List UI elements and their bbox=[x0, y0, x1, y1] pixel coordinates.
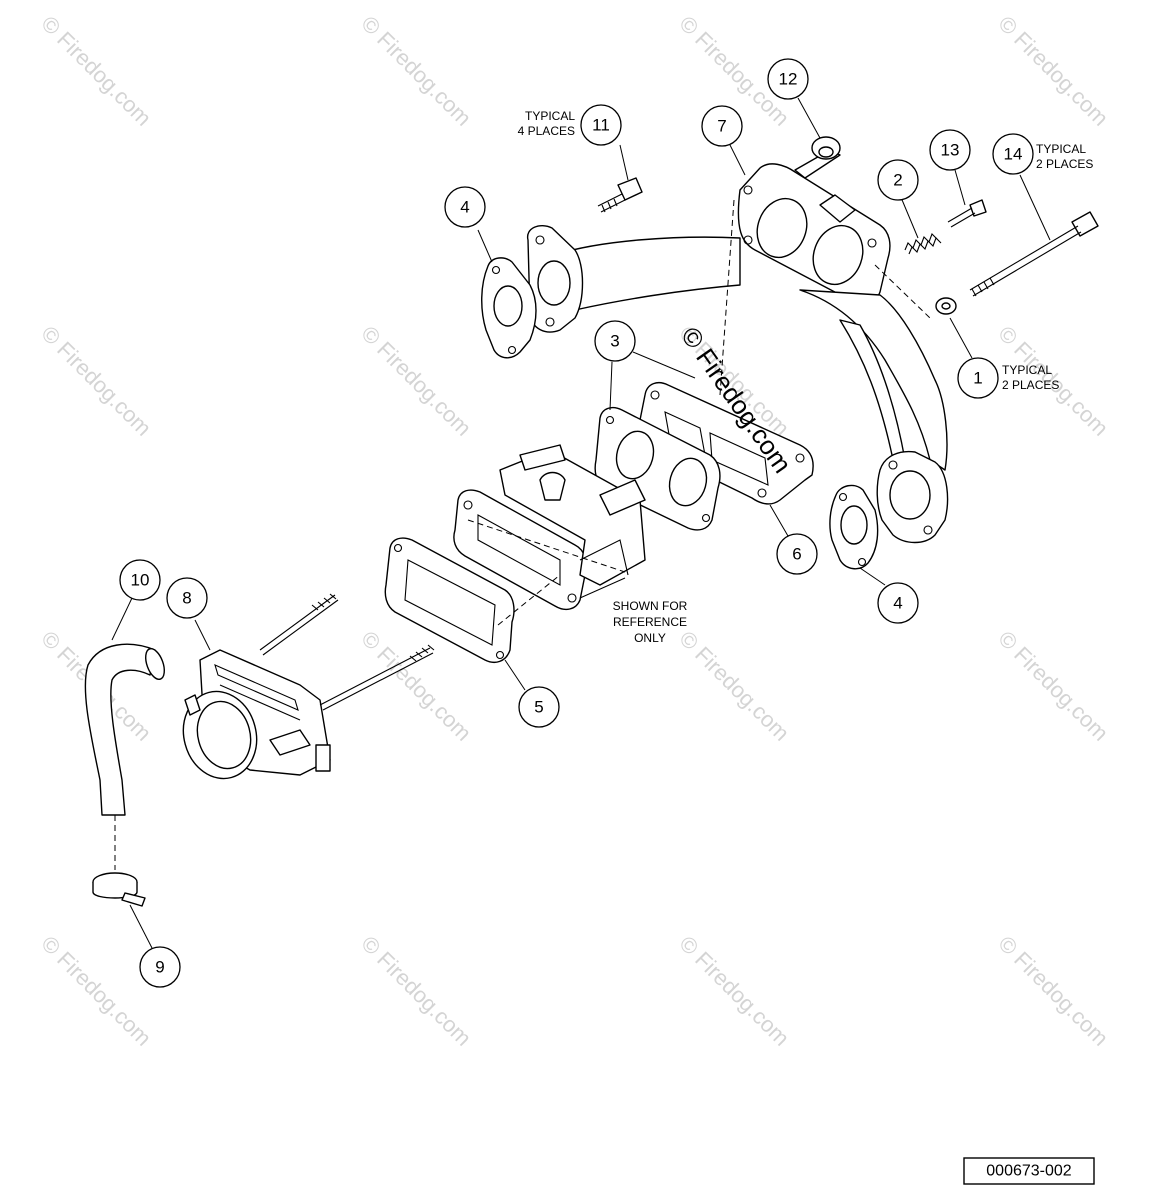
watermark-text: © Firedog.com bbox=[356, 11, 476, 131]
note-11-line2: 4 PLACES bbox=[518, 124, 575, 138]
nut bbox=[811, 136, 841, 160]
callout-label: 4 bbox=[893, 594, 902, 613]
reference-note: SHOWN FOR REFERENCE ONLY bbox=[613, 599, 688, 645]
callout-12: 12 bbox=[767, 58, 809, 100]
note-1-line2: 2 PLACES bbox=[1002, 378, 1059, 392]
callout-label: 7 bbox=[717, 117, 726, 136]
watermark-text: © Firedog.com bbox=[356, 321, 476, 441]
washer bbox=[935, 297, 957, 315]
note-11-line1: TYPICAL bbox=[525, 109, 575, 123]
callout-label: 4 bbox=[460, 198, 469, 217]
watermark-text: © Firedog.com bbox=[993, 626, 1113, 746]
diagram-code-box: 000673-002 bbox=[963, 1157, 1095, 1185]
callout-5: 5 bbox=[518, 686, 560, 728]
note-1-line1: TYPICAL bbox=[1002, 363, 1052, 377]
callout-label: 8 bbox=[182, 589, 191, 608]
callout-2: 2 bbox=[877, 159, 919, 201]
hose-clamp bbox=[92, 872, 146, 907]
callout-label: 13 bbox=[941, 141, 960, 160]
callout-1: 1 bbox=[957, 357, 999, 399]
stud-lower bbox=[319, 644, 435, 711]
watermark-text: © Firedog.com bbox=[356, 931, 476, 1051]
callout-label: 14 bbox=[1004, 145, 1023, 164]
manifold-gasket-left bbox=[481, 257, 537, 359]
callout-8: 8 bbox=[166, 577, 208, 619]
watermark-text: © Firedog.com bbox=[993, 931, 1113, 1051]
reference-note-line1: SHOWN FOR bbox=[613, 599, 688, 613]
carburetor-reference bbox=[453, 444, 646, 611]
watermark-text: © Firedog.com bbox=[36, 931, 156, 1051]
screw-small bbox=[947, 199, 987, 228]
callout-4b: 4 bbox=[877, 582, 919, 624]
callout-label: 1 bbox=[973, 369, 982, 388]
note-11: TYPICAL 4 PLACES bbox=[518, 109, 576, 138]
watermark-text: © Firedog.com bbox=[674, 931, 794, 1051]
callout-label: 6 bbox=[792, 545, 801, 564]
long-bolt bbox=[969, 211, 1099, 297]
callout-14: 14 bbox=[992, 133, 1034, 175]
callout-11: 11 bbox=[580, 104, 622, 146]
spring bbox=[904, 233, 942, 255]
watermark-text: © Firedog.com bbox=[36, 321, 156, 441]
reference-note-line2: REFERENCE bbox=[613, 615, 687, 629]
callout-3: 3 bbox=[594, 320, 636, 362]
assembly-lines bbox=[114, 199, 931, 870]
callout-13: 13 bbox=[929, 129, 971, 171]
screw bbox=[597, 177, 643, 213]
watermark-text: © Firedog.com bbox=[674, 626, 794, 746]
watermark-text: © Firedog.com bbox=[993, 11, 1113, 131]
callout-6: 6 bbox=[776, 533, 818, 575]
callout-9: 9 bbox=[139, 946, 181, 988]
callout-label: 2 bbox=[893, 171, 902, 190]
callout-label: 3 bbox=[610, 332, 619, 351]
diagram-code: 000673-002 bbox=[986, 1163, 1072, 1180]
carburetor-gasket bbox=[594, 406, 721, 531]
breather-hose bbox=[84, 643, 165, 816]
callout-7: 7 bbox=[701, 105, 743, 147]
note-1: TYPICAL 2 PLACES bbox=[1002, 363, 1059, 392]
intake-manifold bbox=[526, 149, 949, 544]
reference-note-line3: ONLY bbox=[634, 631, 666, 645]
manifold-gasket-right bbox=[829, 484, 879, 570]
note-14: TYPICAL 2 PLACES bbox=[1036, 142, 1093, 171]
callout-10: 10 bbox=[119, 559, 161, 601]
air-cleaner-gasket bbox=[384, 537, 515, 663]
note-14-line1: TYPICAL bbox=[1036, 142, 1086, 156]
callout-label: 10 bbox=[131, 571, 150, 590]
watermark-text: © Firedog.com bbox=[36, 11, 156, 131]
callout-4a: 4 bbox=[444, 186, 486, 228]
leader-lines bbox=[111, 97, 1051, 949]
callout-label: 12 bbox=[779, 70, 798, 89]
callout-label: 9 bbox=[155, 958, 164, 977]
callout-label: 5 bbox=[534, 698, 543, 717]
callout-label: 11 bbox=[592, 116, 610, 135]
note-14-line2: 2 PLACES bbox=[1036, 157, 1093, 171]
stud-upper bbox=[259, 593, 339, 656]
air-cleaner-base bbox=[182, 649, 331, 780]
